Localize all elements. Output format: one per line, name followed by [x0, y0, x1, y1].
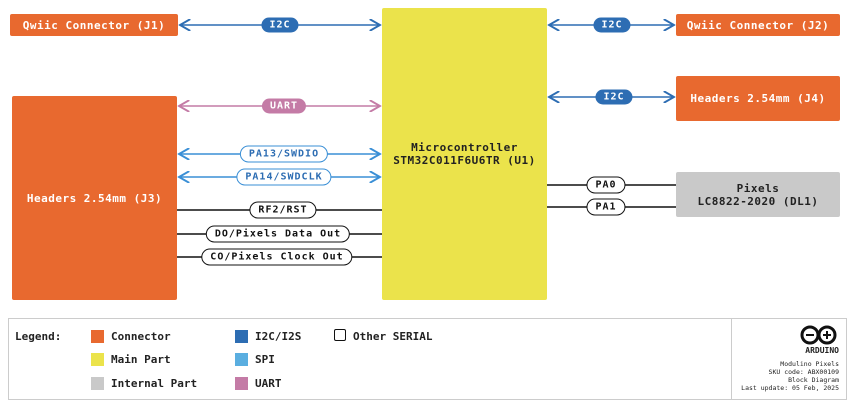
legend: Legend: Connector Main Part Internal Par… — [8, 318, 847, 400]
legend-spi: SPI — [255, 353, 275, 366]
legend-i2c: I2C/I2S — [255, 330, 302, 343]
info-panel: ARDUINO Modulino Pixels SKU code: ABX001… — [731, 319, 847, 399]
sku-code: SKU code: ABX00109 — [768, 368, 839, 376]
legend-uart: UART — [255, 377, 282, 390]
do-label: DO/Pixels Data Out — [205, 225, 351, 243]
diagram-type: Block Diagram — [788, 376, 839, 384]
pa0-label: PA0 — [586, 176, 626, 194]
product-name: Modulino Pixels — [780, 360, 839, 368]
mcu-part: STM32C011F6U6TR (U1) — [393, 154, 536, 167]
qwiic-connector-j1: Qwiic Connector (J1) — [10, 14, 178, 36]
pa13-label: PA13/SWDIO — [239, 145, 329, 163]
legend-title: Legend: — [15, 330, 62, 343]
legend-swatch-main — [91, 353, 104, 366]
co-label: CO/Pixels Clock Out — [201, 248, 353, 266]
i2c-j4-label: I2C — [595, 89, 633, 105]
pixels-part: LC8822-2020 (DL1) — [697, 194, 819, 208]
pa1-label: PA1 — [586, 198, 626, 216]
legend-other-serial: Other SERIAL — [353, 330, 433, 343]
legend-swatch-uart — [235, 377, 248, 390]
mcu-title: Microcontroller — [411, 141, 518, 154]
headers-j3: Headers 2.54mm (J3) — [12, 96, 177, 300]
headers-j4: Headers 2.54mm (J4) — [676, 76, 840, 121]
last-update: Last update: 05 Feb, 2025 — [741, 384, 839, 392]
qwiic-connector-j2: Qwiic Connector (J2) — [676, 14, 840, 36]
i2c-j1-label: I2C — [261, 17, 299, 33]
uart-label: UART — [261, 98, 307, 114]
legend-swatch-i2c — [235, 330, 248, 343]
pixels-block: Pixels LC8822-2020 (DL1) — [676, 172, 840, 217]
arduino-wordmark: ARDUINO — [805, 346, 839, 355]
legend-swatch-connector — [91, 330, 104, 343]
pixels-title: Pixels — [736, 181, 780, 195]
legend-swatch-other-serial — [334, 329, 346, 341]
legend-connector: Connector — [111, 330, 171, 343]
legend-main-part: Main Part — [111, 353, 171, 366]
legend-internal-part: Internal Part — [111, 377, 198, 390]
rst-label: RF2/RST — [249, 201, 317, 219]
legend-swatch-spi — [235, 353, 248, 366]
legend-swatch-internal — [91, 377, 104, 390]
arduino-logo-icon — [800, 325, 837, 345]
i2c-j2-label: I2C — [593, 17, 631, 33]
microcontroller: Microcontroller STM32C011F6U6TR (U1) — [382, 8, 547, 300]
pa14-label: PA14/SWDCLK — [236, 168, 332, 186]
